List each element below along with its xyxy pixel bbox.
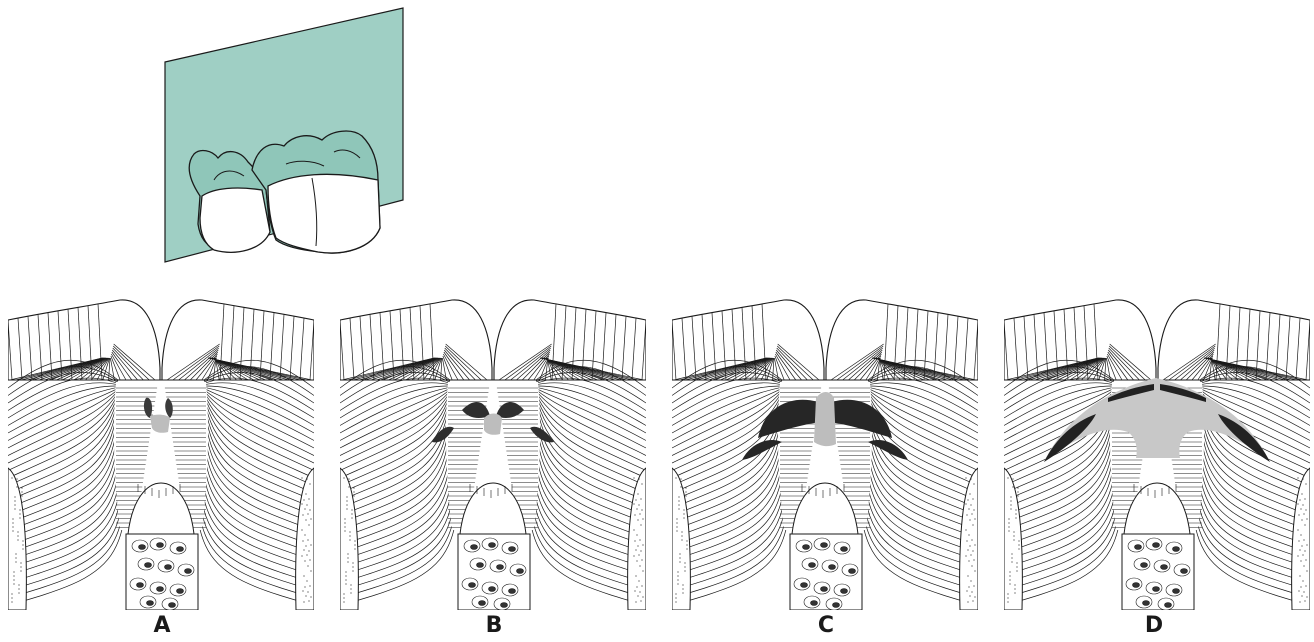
panel-a <box>8 298 314 610</box>
tooth-section-diagram <box>340 298 646 610</box>
panel-label-d: D <box>1145 613 1163 638</box>
panel-d <box>1004 298 1310 610</box>
panel-b <box>340 298 646 610</box>
panel-label-c: C <box>818 613 834 638</box>
panel-label-b: B <box>486 613 503 638</box>
panel-c <box>672 298 978 610</box>
inset-illustration <box>165 8 403 262</box>
tooth-section-diagram <box>672 298 978 610</box>
panel-label-a: A <box>153 613 170 638</box>
tooth-section-diagram <box>8 298 314 610</box>
